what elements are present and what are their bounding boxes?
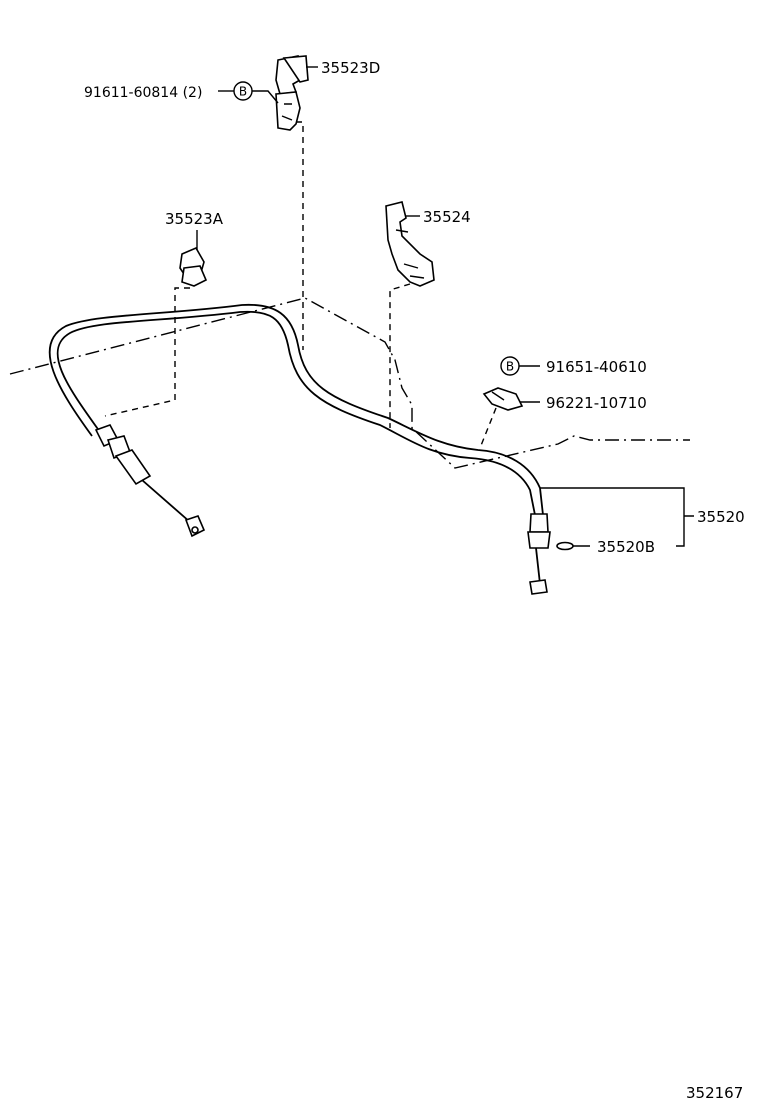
body-centerline (9, 297, 690, 469)
label-35520B: 35520B (597, 538, 655, 556)
parking-brake-cable (48, 303, 551, 595)
label-91611: 91611-60814 (2) (84, 85, 202, 101)
clip-96221 (482, 387, 524, 411)
label-96221: 96221-10710 (546, 394, 647, 412)
dash-35523A (104, 287, 190, 417)
diagram-number: 352167 (686, 1084, 743, 1102)
label-35520: 35520 (697, 508, 745, 526)
bracket-leader-35520 (540, 487, 694, 547)
clamp-35523A (179, 246, 208, 287)
dash-96221 (479, 407, 497, 449)
label-91651: 91651-40610 (546, 358, 647, 376)
dash-35523D (296, 121, 304, 350)
label-35523A: 35523A (165, 210, 224, 228)
label-35523D: 35523D (321, 59, 380, 77)
bracket-35523D (275, 55, 309, 131)
dash-35524 (389, 283, 411, 428)
ref-b-label-2: B (506, 360, 514, 374)
label-35524: 35524 (423, 208, 471, 226)
pin-35520B (556, 541, 574, 551)
bracket-35524 (385, 201, 435, 287)
leader-91611 (252, 90, 279, 104)
ref-b-label-1: B (239, 85, 247, 99)
